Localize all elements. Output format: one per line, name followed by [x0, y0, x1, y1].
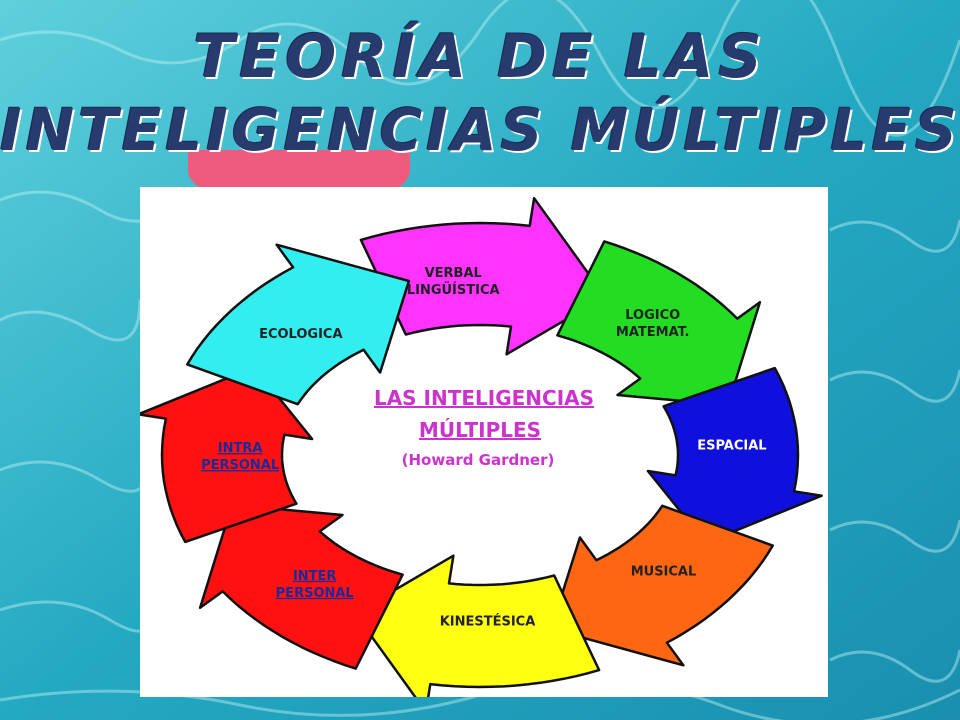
cycle-arrow-5	[198, 503, 404, 670]
segment-label-3-line-0: MUSICAL	[631, 565, 697, 580]
segment-label-7: ECOLOGICA	[259, 327, 342, 342]
segment-label-1: LOGICO MATEMAT.	[616, 308, 690, 340]
segment-label-3: MUSICAL	[631, 565, 697, 580]
segment-label-6[interactable]: INTRA PERSONAL	[201, 441, 279, 473]
segment-label-1-line-0: LOGICO	[625, 308, 680, 323]
segment-label-0-line-0: VERBAL	[425, 266, 482, 281]
cycle-arrow-7	[186, 243, 411, 406]
segment-label-2-line-0: ESPACIAL	[697, 439, 766, 454]
cycle-arrow-2	[646, 366, 823, 545]
cycle-arrow-3	[549, 504, 774, 667]
segment-label-6-line-0: INTRA	[218, 441, 263, 456]
segment-label-1-line-1: MATEMAT.	[616, 325, 690, 340]
page-title-line-1: TEORÍA DE LAS	[193, 22, 767, 92]
center-title-line-2: MÚLTIPLES	[419, 418, 541, 442]
segment-label-0-line-1: LINGÜÍSTICA	[407, 282, 500, 298]
segment-label-5-line-0: INTER	[293, 569, 336, 584]
center-title-line-1: LAS INTELIGENCIAS	[374, 386, 594, 410]
segment-label-6-line-1: PERSONAL	[201, 458, 279, 473]
cycle-arrow-0	[359, 196, 607, 356]
page-title-line-2: INTELIGENCIAS MÚLTIPLES	[0, 96, 960, 164]
segment-label-5-line-1: PERSONAL	[276, 586, 354, 601]
segment-label-4-line-0: KINESTÉSICA	[440, 614, 536, 630]
segment-label-5[interactable]: INTER PERSONAL	[276, 569, 354, 601]
segment-label-2: ESPACIAL	[697, 439, 766, 454]
segment-label-4: KINESTÉSICA	[440, 614, 536, 630]
cycle-arrow-1	[556, 240, 762, 407]
cycle-arrow-6	[140, 365, 314, 544]
cycle-arrow-4	[353, 554, 601, 697]
segment-label-7-line-0: ECOLOGICA	[259, 327, 342, 342]
center-subtitle: (Howard Gardner)	[402, 451, 555, 469]
